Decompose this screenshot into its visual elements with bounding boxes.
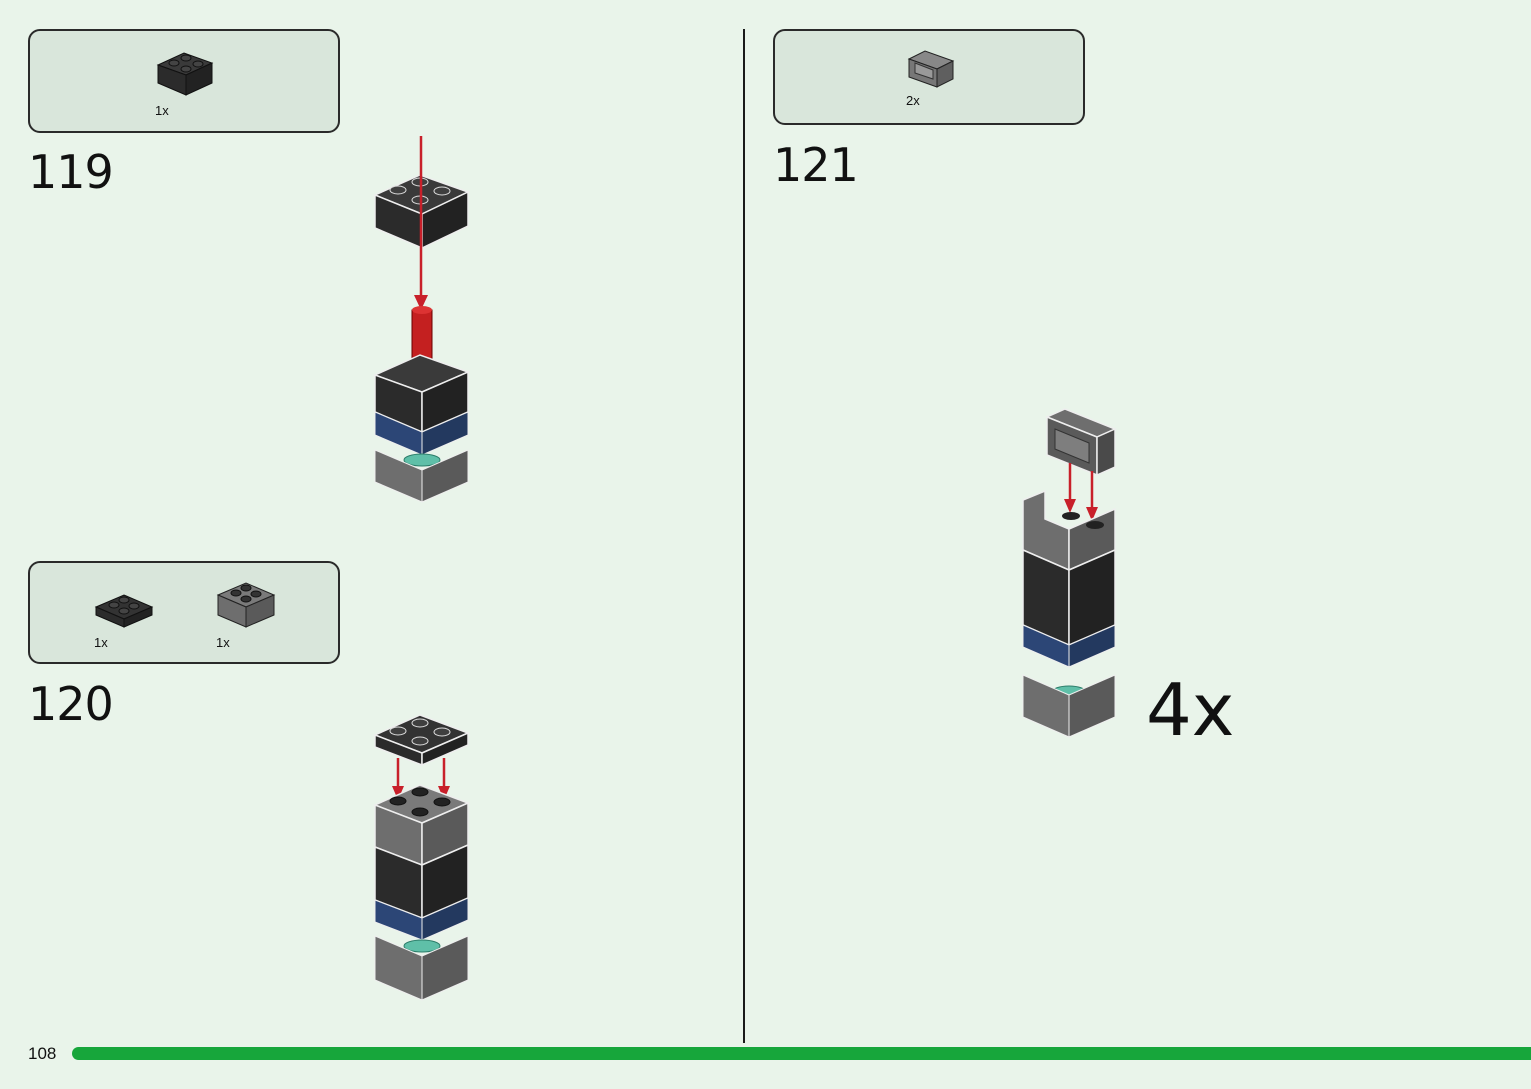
step-119-assembly [372,136,471,503]
step-number: 119 [28,145,114,199]
step-number: 121 [773,138,859,192]
part-qty: 1x [94,635,108,650]
step-number: 120 [28,677,114,731]
step-121-assembly [1022,408,1117,738]
step-120-assembly [373,714,470,1001]
parts-box-step-120: 1x 1x [28,561,340,664]
grey-bracket-icon [907,50,955,88]
progress-bar [72,1047,1531,1060]
black-round-brick-icon [156,52,214,96]
page-number: 108 [28,1044,57,1063]
black-plate-icon [94,594,154,628]
part-qty: 1x [216,635,230,650]
parts-box-step-121: 2x [773,29,1085,125]
grey-brick-icon [216,582,276,628]
part-qty: 1x [155,103,169,118]
part-qty: 2x [906,93,920,108]
multiplier-label: 4x [1146,668,1235,752]
page-divider [743,29,745,1043]
parts-box-step-119: 1x [28,29,340,133]
